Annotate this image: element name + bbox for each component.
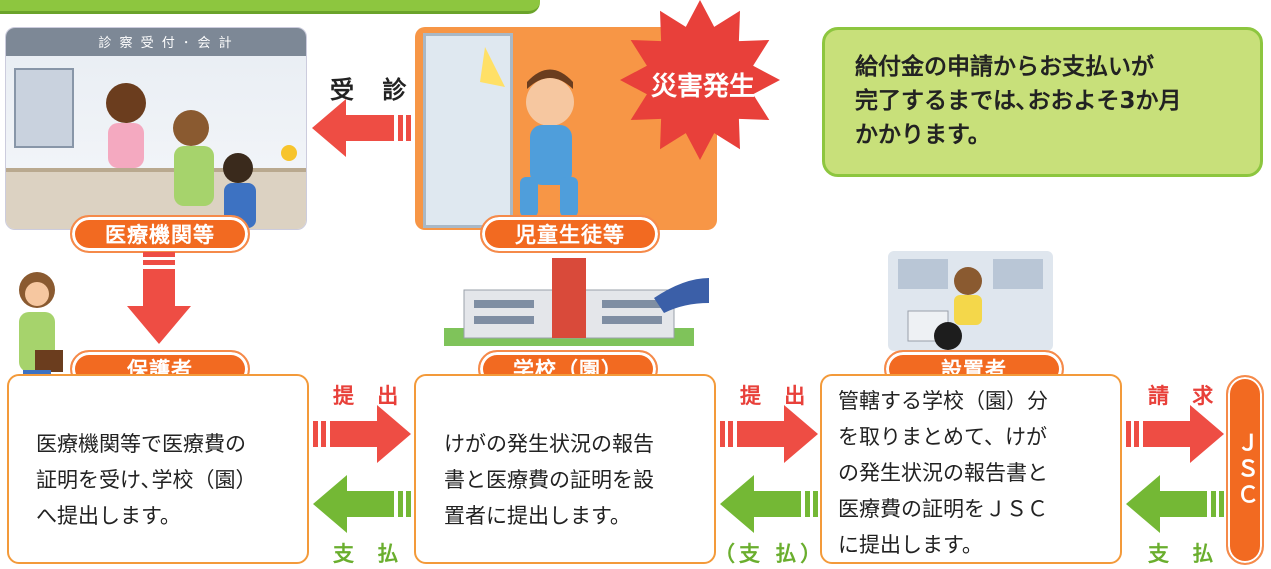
guardian-desc-line-3: へ提出します。	[36, 504, 181, 528]
clinic-shelf	[14, 68, 74, 148]
pay-label-1: 支 払	[333, 542, 407, 566]
founder-desc-line-1: 管轄する学校（園）分	[838, 389, 1048, 413]
claim-label: 請 求	[1148, 384, 1222, 408]
office-workers	[898, 259, 1043, 350]
student-figure	[480, 47, 578, 217]
submit-arrow-1	[313, 405, 411, 463]
student-tag: 児童生徒等	[480, 215, 660, 253]
clinic-sign-text: 診 察 受 付 ･ 会 計	[98, 36, 234, 51]
guardian-description: 医療機関等で医療費の 証明を受け､学校（園） へ提出します。	[36, 426, 257, 534]
submit-label-1: 提 出	[333, 384, 407, 408]
school-description-box	[414, 374, 716, 564]
classroom-door	[423, 33, 513, 228]
clinic-sign-board	[6, 28, 306, 56]
office-illustration	[888, 251, 1053, 351]
pay-label-2: （支 払）	[714, 542, 826, 566]
pay-arrow-1	[313, 475, 411, 533]
clinic-illustration: 診 察 受 付 ･ 会 計	[5, 27, 307, 230]
claim-arrow	[1126, 405, 1224, 463]
school-desc-line-3: 置者に提出します。	[444, 504, 631, 528]
disaster-burst-label: 災害発生	[650, 72, 755, 102]
jsc-bar	[1226, 375, 1264, 565]
school-description: けがの発生状況の報告 書と医療費の証明を設 置者に提出します。	[444, 426, 654, 534]
founder-desc-line-5: に提出します。	[838, 533, 983, 557]
founder-desc-line-2: を取りまとめて、けが	[838, 425, 1047, 449]
info-line-3: かかります。	[855, 122, 991, 148]
founder-desc-line-4: 医療費の証明をＪＳＣ	[838, 497, 1048, 521]
founder-description: 管轄する学校（園）分 を取りまとめて、けが の発生状況の報告書と 医療費の証明を…	[838, 383, 1048, 563]
pay-arrow-3	[1126, 475, 1224, 533]
consultation-label: 受 診	[330, 76, 417, 104]
disaster-burst-icon	[620, 0, 780, 160]
clinic-people	[106, 83, 297, 228]
jsc-label: ＪＳＣ	[1233, 431, 1258, 509]
guardian-description-box	[7, 374, 309, 564]
guardian-desc-line-2: 証明を受け､学校（園）	[36, 468, 257, 492]
medical-institution-tag: 医療機関等	[70, 215, 250, 253]
pay-arrow-2	[720, 475, 818, 533]
consultation-arrow	[312, 99, 411, 157]
info-line-1: 給付金の申請からお支払いが	[855, 54, 1154, 80]
founder-description-box	[820, 374, 1122, 564]
top-banner	[0, 0, 540, 14]
submit-arrow-2	[720, 405, 818, 463]
submit-label-2: 提 出	[740, 384, 814, 408]
school-building-illustration	[444, 258, 709, 346]
founder-desc-line-3: の発生状況の報告書と	[838, 461, 1048, 485]
school-desc-line-1: けがの発生状況の報告	[444, 432, 654, 456]
guardian-desc-line-1: 医療機関等で医療費の	[36, 432, 246, 456]
pay-label-3: 支 払	[1148, 542, 1222, 566]
info-box: 給付金の申請からお支払いが 完了するまでは､おおよそ3か月 かかります。	[822, 27, 1263, 177]
school-desc-line-2: 書と医療費の証明を設	[444, 468, 654, 492]
info-line-2: 完了するまでは､おおよそ3か月	[855, 88, 1182, 114]
medical-to-guardian-arrow	[127, 252, 191, 344]
